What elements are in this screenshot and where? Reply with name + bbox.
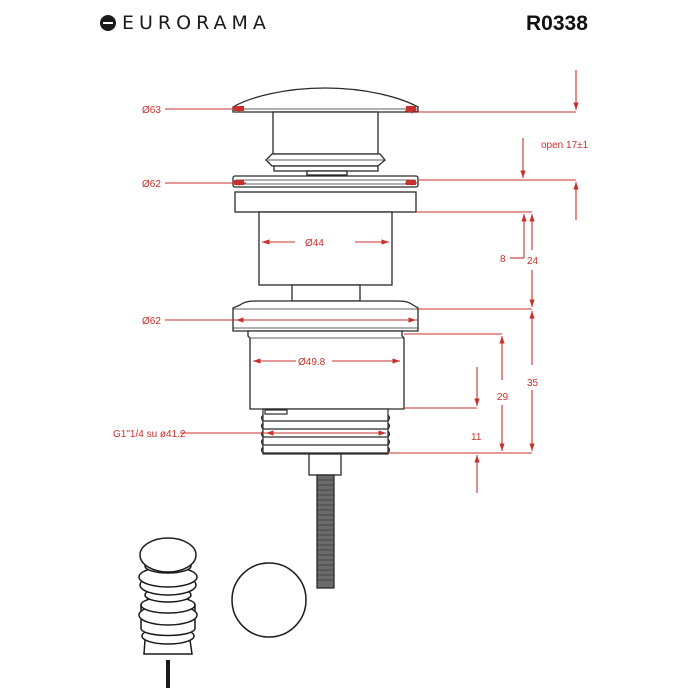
brand-logo: EURORAMA	[100, 12, 271, 34]
label-dim-24: 24	[527, 256, 539, 267]
label-lower-flange-diameter: Ø62	[142, 316, 161, 327]
lower-flange	[232, 300, 419, 332]
isometric-view	[138, 537, 198, 688]
nut	[308, 453, 342, 476]
cap-dome	[232, 87, 419, 113]
label-dim-35: 35	[527, 378, 539, 389]
label-thread-spec: G1"1/4 su ø41.2	[113, 429, 186, 440]
label-lower-body-diameter: Ø49.8	[298, 357, 326, 368]
pop-up-waste-section	[232, 87, 419, 589]
thread	[260, 408, 391, 455]
neck	[291, 284, 361, 302]
threaded-rod	[316, 474, 335, 589]
model-code: R0338	[526, 12, 588, 35]
label-dim-8: 8	[500, 254, 506, 265]
upper-collar	[234, 191, 417, 213]
top-view-cap	[231, 562, 307, 638]
cap-stem	[272, 111, 379, 155]
label-open-travel: open 17±1	[541, 140, 589, 151]
lower-body	[247, 330, 405, 410]
label-top-flange-diameter: Ø62	[142, 179, 161, 190]
brand-name: EURORAMA	[122, 12, 271, 34]
upper-body	[258, 211, 393, 286]
label-cap-diameter: Ø63	[142, 105, 161, 116]
label-dim-11: 11	[471, 432, 482, 443]
top-flange	[232, 175, 419, 188]
brand-logo-icon	[100, 15, 116, 31]
label-upper-body-diameter: Ø44	[305, 238, 324, 249]
rod-thread-hatching	[317, 479, 334, 581]
seal-highlights	[234, 106, 416, 185]
label-dim-29: 29	[497, 392, 509, 403]
